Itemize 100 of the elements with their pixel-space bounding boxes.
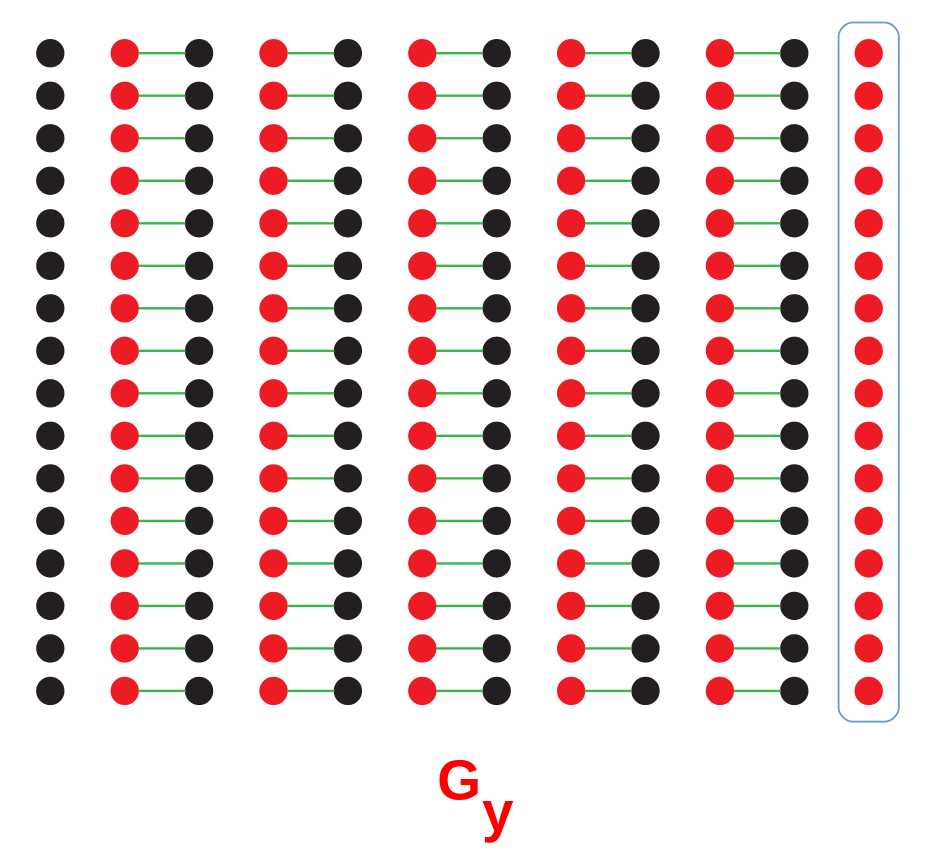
node-circle: [36, 166, 64, 195]
node-circle: [36, 549, 64, 578]
connector: [584, 307, 632, 310]
connector: [286, 307, 334, 310]
node-circle: [556, 252, 585, 280]
node-circle: [482, 464, 510, 493]
connector: [733, 392, 780, 395]
node-circle: [408, 252, 436, 280]
node-circle: [36, 252, 64, 280]
node-circle: [630, 252, 660, 280]
node-circle: [333, 549, 362, 578]
node-circle: [482, 506, 510, 536]
node-circle: [110, 592, 138, 620]
node-circle: [780, 82, 808, 110]
node-circle: [110, 422, 138, 450]
node-circle: [333, 336, 362, 365]
node-circle: [333, 294, 362, 322]
node-circle: [258, 336, 288, 365]
node-circle: [556, 336, 585, 365]
node-circle: [482, 422, 510, 450]
connector: [286, 94, 334, 97]
node-circle: [184, 336, 213, 365]
node-circle: [556, 676, 585, 706]
connector: [436, 604, 483, 608]
connector: [286, 604, 334, 608]
node-circle: [630, 209, 660, 238]
connector: [733, 434, 780, 438]
node-circle: [110, 549, 138, 578]
node-circle: [780, 379, 808, 408]
node-circle: [333, 379, 362, 408]
node-circle: [258, 549, 288, 578]
connector: [436, 434, 483, 438]
node-circle: [482, 634, 510, 663]
connector: [584, 434, 632, 438]
connector: [733, 222, 780, 224]
node-circle: [110, 379, 138, 408]
node-circle: [482, 39, 510, 68]
connector: [733, 350, 780, 352]
node-circle: [630, 294, 660, 322]
node-circle: [705, 549, 734, 578]
node-circle: [258, 252, 288, 280]
node-circle: [333, 676, 362, 706]
connector: [286, 434, 334, 438]
node-circle: [482, 336, 510, 365]
node-circle: [630, 592, 660, 620]
connector: [286, 264, 334, 267]
node-circle: [854, 549, 882, 578]
node-circle: [36, 634, 64, 663]
node-circle: [630, 379, 660, 408]
connector: [436, 307, 483, 310]
node-circle: [36, 336, 64, 365]
connector: [138, 392, 186, 395]
node-circle: [854, 676, 882, 706]
node-circle: [780, 634, 808, 663]
connector: [436, 137, 483, 140]
connector: [584, 647, 632, 650]
node-circle: [780, 166, 808, 195]
node-circle: [110, 336, 138, 365]
node-circle: [333, 464, 362, 493]
connector: [436, 690, 483, 692]
connector: [138, 690, 186, 692]
node-circle: [705, 634, 734, 663]
node-circle: [184, 82, 213, 110]
connector: [286, 137, 334, 140]
connector: [733, 562, 780, 565]
node-circle: [258, 82, 288, 110]
cluster: [837, 22, 900, 723]
node-circle: [408, 422, 436, 450]
node-circle: [408, 39, 436, 68]
connector: [733, 604, 780, 608]
connector: [733, 137, 780, 140]
node-circle: [780, 209, 808, 238]
node-circle: [556, 592, 585, 620]
node-circle: [408, 676, 436, 706]
connector: [584, 392, 632, 395]
node-circle: [780, 464, 808, 493]
node-circle: [482, 82, 510, 110]
node-circle: [408, 506, 436, 536]
node-circle: [184, 464, 213, 493]
connector: [436, 52, 483, 54]
node-circle: [705, 209, 734, 238]
connector: [138, 264, 186, 267]
node-circle: [705, 336, 734, 365]
node-circle: [408, 592, 436, 620]
connector: [138, 307, 186, 310]
connector: [138, 647, 186, 650]
node-circle: [110, 464, 138, 493]
node-circle: [630, 124, 660, 152]
node-circle: [482, 294, 510, 322]
connector: [584, 350, 632, 352]
node-circle: [854, 422, 882, 450]
node-circle: [630, 634, 660, 663]
node-circle: [110, 634, 138, 663]
node-circle: [556, 634, 585, 663]
node-circle: [408, 82, 436, 110]
node-circle: [705, 166, 734, 195]
node-circle: [333, 592, 362, 620]
node-circle: [184, 209, 213, 238]
node-circle: [854, 634, 882, 663]
node-circle: [36, 379, 64, 408]
